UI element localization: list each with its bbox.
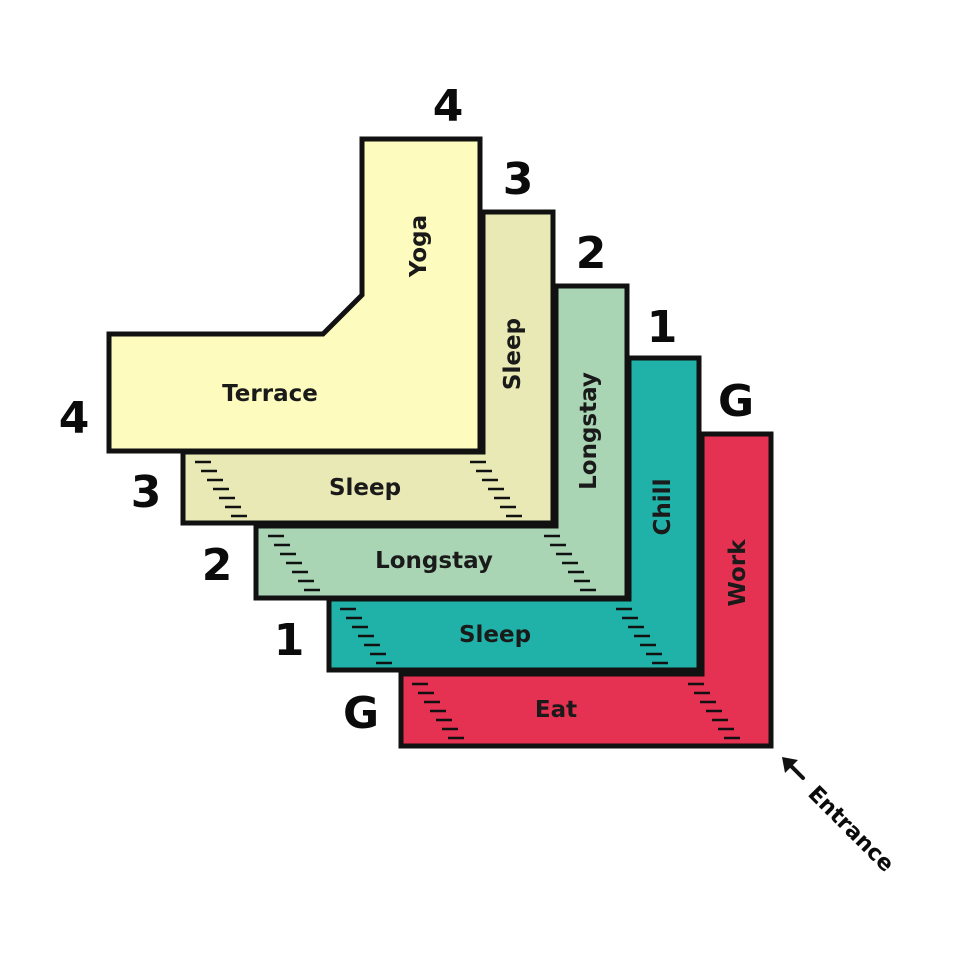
stairs-icon [470,460,522,518]
stairs-icon [688,682,740,740]
stairs-icon [268,534,320,592]
room-label: Terrace [222,381,318,407]
room-label: Work [725,539,751,607]
stairs-icon [195,460,247,518]
room-label: Longstay [375,548,493,574]
floor-g: Eat Work [398,431,774,749]
floor-label-top-2: 2 [576,228,607,279]
floor-3: Sleep Sleep [180,209,556,526]
floor-label-left-g: G [343,688,379,739]
entrance-marker: Entrance [782,757,899,877]
room-label: Sleep [459,622,531,648]
room-label: Sleep [500,318,526,390]
floor-label-left-2: 2 [202,540,233,591]
room-label: Yoga [406,215,432,278]
stairs-icon [616,607,668,665]
floor-label-top-g: G [718,376,754,427]
floor-4: Terrace Yoga [106,136,483,454]
floor-2: Longstay Longstay [253,283,630,601]
floor-g-shape [398,431,774,749]
floor-label-left-3: 3 [131,467,162,518]
floor-label-top-1: 1 [647,302,678,353]
floor-label-top-3: 3 [503,154,534,205]
floor-2-shape [253,283,630,601]
floor-4-shape [106,136,483,454]
floor-label-left-1: 1 [274,615,305,666]
room-label: Longstay [576,372,602,490]
stairs-icon [544,534,596,592]
room-label: Sleep [329,475,401,501]
floor-label-left-4: 4 [59,393,90,444]
room-label: Chill [650,479,676,536]
floor-label-top-4: 4 [433,81,464,132]
entrance-label: Entrance [803,781,899,877]
floor-3-shape [180,209,556,526]
stairs-icon [340,607,392,665]
room-label: Eat [535,697,577,723]
arrow-up-left-icon [782,757,805,780]
stairs-icon [412,682,464,740]
